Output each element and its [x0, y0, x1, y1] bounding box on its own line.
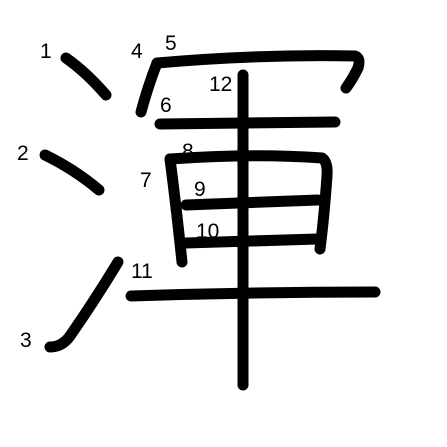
stroke-number-8: 8 [182, 140, 194, 163]
stroke-number-10: 10 [196, 220, 219, 243]
stroke-number-6: 6 [160, 94, 172, 117]
stroke-5 [151, 50, 365, 94]
stroke-number-9: 9 [194, 178, 206, 201]
stroke-4 [135, 57, 163, 118]
stroke-1 [60, 52, 112, 101]
stroke-number-2: 2 [17, 142, 29, 165]
stroke-11 [125, 286, 381, 302]
stroke-number-5: 5 [165, 32, 177, 55]
stroke-number-3: 3 [20, 329, 32, 352]
stroke-number-7: 7 [140, 169, 152, 192]
stroke-9 [180, 194, 324, 211]
stroke-3 [44, 256, 124, 353]
stroke-number-4: 4 [131, 40, 143, 63]
stroke-2 [39, 149, 105, 196]
stroke-number-12: 12 [209, 73, 232, 96]
stroke-number-1: 1 [40, 40, 52, 63]
stroke-8 [164, 150, 333, 255]
stroke-10 [180, 233, 324, 249]
stroke-number-11: 11 [131, 260, 153, 283]
stroke-7 [164, 153, 188, 268]
